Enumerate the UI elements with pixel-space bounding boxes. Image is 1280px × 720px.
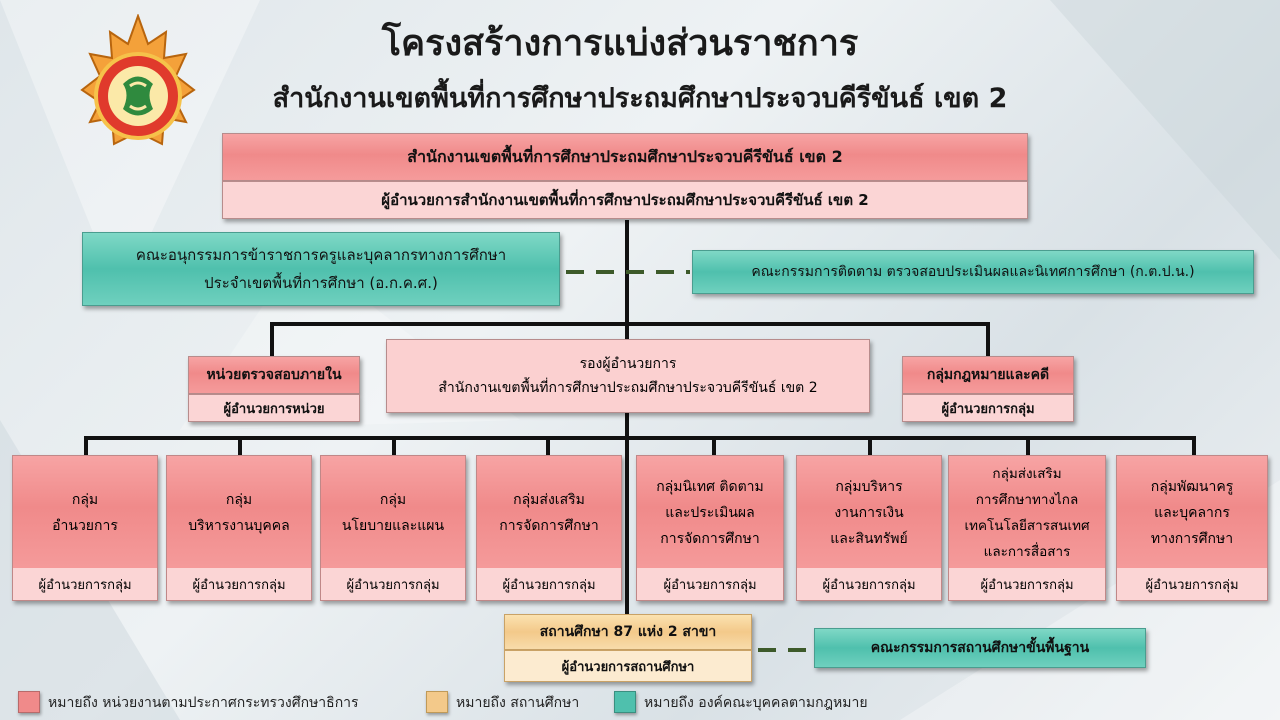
drop-5 — [712, 436, 716, 456]
group-head: ผู้อำนวยการกลุ่ม — [949, 568, 1105, 600]
internal-audit-head: ผู้อำนวยการหน่วย — [188, 394, 360, 422]
group-name: กลุ่มนิเทศ ติดตาม และประเมินผล การจัดการ… — [637, 456, 783, 570]
group-box: กลุ่มส่งเสริม การศึกษาทางไกล เทคโนโลยีสา… — [948, 455, 1106, 601]
legend-swatch-board — [614, 691, 636, 713]
group-name: กลุ่มส่งเสริม การจัดการศึกษา — [477, 456, 621, 570]
drop-7 — [1026, 436, 1030, 456]
dashed-link-school-board — [758, 648, 814, 652]
group-head: ผู้อำนวยการกลุ่ม — [477, 568, 621, 600]
schools-head: ผู้อำนวยการสถานศึกษา — [504, 650, 752, 682]
upper-drop-right — [986, 322, 990, 356]
schools-name: สถานศึกษา 87 แห่ง 2 สาขา — [504, 614, 752, 650]
trunk-line — [625, 220, 629, 614]
drop-8 — [1192, 436, 1196, 456]
school-board-committee: คณะกรรมการสถานศึกษาขั้นพื้นฐาน — [814, 628, 1146, 668]
committee-ktpn: คณะกรรมการติดตาม ตรวจสอบประเมินผลและนิเท… — [692, 250, 1254, 294]
upper-branch-line — [270, 322, 990, 326]
legend-swatch-school — [426, 691, 448, 713]
dashed-link-committees — [566, 270, 690, 274]
group-name: กลุ่มบริหาร งานการเงิน และสินทรัพย์ — [797, 456, 941, 570]
drop-2 — [238, 436, 242, 456]
group-box: กลุ่ม นโยบายและแผนผู้อำนวยการกลุ่ม — [320, 455, 466, 601]
group-box: กลุ่มบริหาร งานการเงิน และสินทรัพย์ผู้อำ… — [796, 455, 942, 601]
group-head: ผู้อำนวยการกลุ่ม — [13, 568, 157, 600]
internal-audit-name: หน่วยตรวจสอบภายใน — [188, 356, 360, 394]
drop-6 — [868, 436, 872, 456]
group-head: ผู้อำนวยการกลุ่ม — [167, 568, 311, 600]
group-head: ผู้อำนวยการกลุ่ม — [797, 568, 941, 600]
legend-text-board: หมายถึง องค์คณะบุคคลตามกฎหมาย — [644, 695, 868, 711]
group-box: กลุ่ม บริหารงานบุคคลผู้อำนวยการกลุ่ม — [166, 455, 312, 601]
group-box: กลุ่มส่งเสริม การจัดการศึกษาผู้อำนวยการก… — [476, 455, 622, 601]
upper-drop-left — [270, 322, 274, 356]
top-office-head: ผู้อำนวยการสำนักงานเขตพื้นที่การศึกษาประ… — [222, 181, 1028, 219]
legal-group-head: ผู้อำนวยการกลุ่ม — [902, 394, 1074, 422]
group-head: ผู้อำนวยการกลุ่ม — [1117, 568, 1267, 600]
drop-3 — [392, 436, 396, 456]
group-box: กลุ่มนิเทศ ติดตาม และประเมินผล การจัดการ… — [636, 455, 784, 601]
group-name: กลุ่ม บริหารงานบุคคล — [167, 456, 311, 570]
deputy-line-2: สำนักงานเขตพื้นที่การศึกษาประถมศึกษาประจ… — [438, 380, 818, 396]
group-head: ผู้อำนวยการกลุ่ม — [321, 568, 465, 600]
group-head: ผู้อำนวยการกลุ่ม — [637, 568, 783, 600]
group-name: กลุ่ม นโยบายและแผน — [321, 456, 465, 570]
legend-text-unit: หมายถึง หน่วยงานตามประกาศกระทรวงศึกษาธิก… — [48, 695, 359, 711]
deputy-line-1: รองผู้อำนวยการ — [579, 356, 677, 372]
lower-branch-line — [84, 436, 1196, 440]
group-name: กลุ่มพัฒนาครู และบุคลากร ทางการศึกษา — [1117, 456, 1267, 570]
deputy-director-box: รองผู้อำนวยการ สำนักงานเขตพื้นที่การศึกษ… — [386, 339, 870, 413]
legend-swatch-unit — [18, 691, 40, 713]
group-name: กลุ่มส่งเสริม การศึกษาทางไกล เทคโนโลยีสา… — [949, 456, 1105, 570]
group-box: กลุ่มพัฒนาครู และบุคลากร ทางการศึกษาผู้อ… — [1116, 455, 1268, 601]
drop-1 — [84, 436, 88, 456]
obec-emblem-logo — [80, 14, 196, 146]
legal-group-name: กลุ่มกฎหมายและคดี — [902, 356, 1074, 394]
page-title: โครงสร้างการแบ่งส่วนราชการ — [381, 23, 859, 64]
drop-4 — [546, 436, 550, 456]
committee-ogks: คณะอนุกรรมการข้าราชการครูและบุคลากรทางกา… — [82, 232, 560, 306]
legend-text-school: หมายถึง สถานศึกษา — [456, 695, 580, 711]
page-subtitle: สำนักงานเขตพื้นที่การศึกษาประถมศึกษาประจ… — [272, 83, 1008, 114]
group-name: กลุ่ม อำนวยการ — [13, 456, 157, 570]
group-box: กลุ่ม อำนวยการผู้อำนวยการกลุ่ม — [12, 455, 158, 601]
top-office-name: สำนักงานเขตพื้นที่การศึกษาประถมศึกษาประจ… — [222, 133, 1028, 181]
